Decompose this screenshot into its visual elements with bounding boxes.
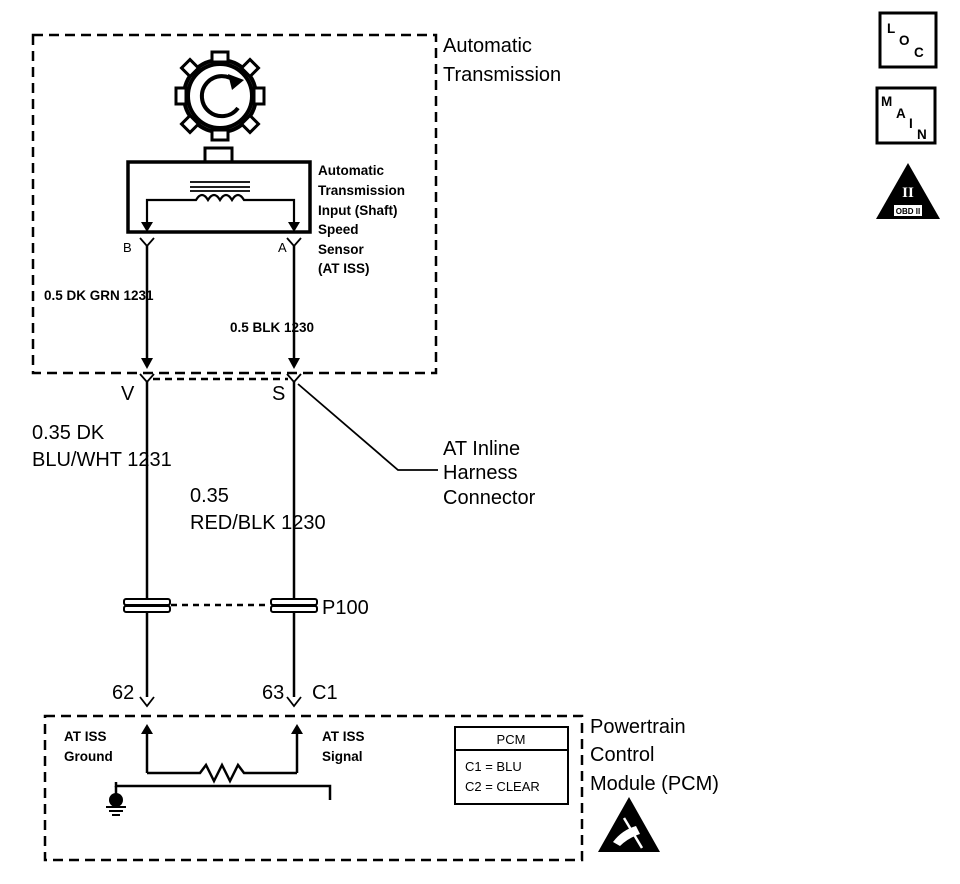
reluctor-wheel-icon xyxy=(174,50,266,142)
inline-connector-label-line2: Harness xyxy=(443,462,517,484)
pcm-pin-62-terminal xyxy=(139,696,155,708)
pcm-pin-63: 63 xyxy=(262,682,284,704)
pcm-boundary xyxy=(43,714,584,862)
wire-lower-right-label-line2: RED/BLK 1230 xyxy=(190,512,326,534)
sensor-label-line2: Transmission xyxy=(318,183,405,198)
ground-symbol-icon xyxy=(106,786,126,816)
transmission-title-line1: Automatic xyxy=(443,35,532,57)
pcm-connector-c1: C1 xyxy=(312,682,338,704)
sensor-pin-b-terminal xyxy=(139,237,155,248)
p100-grommet-left xyxy=(123,598,171,613)
pcm-title-line3: Module (PCM) xyxy=(590,773,719,795)
inline-pin-s: S xyxy=(272,383,285,405)
inline-pin-v-terminal xyxy=(139,373,155,384)
speed-sensor-body xyxy=(126,146,312,234)
pcm-signal-arrow xyxy=(291,724,303,734)
loc-badge: L O C xyxy=(878,11,938,69)
pcm-pin-63-terminal xyxy=(286,696,302,708)
loc-letter-o: O xyxy=(899,33,910,48)
pcm-ground-label-line1: AT ISS xyxy=(64,729,107,744)
pcm-legend-c2: C2 = CLEAR xyxy=(465,779,540,794)
wire-lower-left-label-line2: BLU/WHT 1231 xyxy=(32,449,172,471)
wire-upper-left-label: 0.5 DK GRN 1231 xyxy=(44,288,154,303)
pcm-ground-arrow xyxy=(141,724,153,734)
inline-pin-v: V xyxy=(121,383,135,405)
loc-letter-l: L xyxy=(887,21,895,36)
p100-grommet-right xyxy=(270,598,318,613)
pcm-ground-label-line2: Ground xyxy=(64,749,113,764)
pcm-ground-circuit xyxy=(114,782,332,800)
sensor-label-line1: Automatic xyxy=(318,163,384,178)
transmission-title-line2: Transmission xyxy=(443,64,561,86)
inline-pin-s-terminal xyxy=(286,373,302,384)
pcm-legend-title: PCM xyxy=(497,732,526,747)
inline-connector-label-line3: Connector xyxy=(443,487,536,509)
sensor-pin-a-terminal xyxy=(286,237,302,248)
sensor-label-line4: Speed xyxy=(318,222,359,237)
obd-numeral: II xyxy=(902,185,914,201)
pcm-legend: PCM C1 = BLU C2 = CLEAR xyxy=(454,726,569,805)
p100-label: P100 xyxy=(322,597,369,619)
pcm-resistor-icon xyxy=(147,762,297,784)
wire-lower-left-label-line1: 0.35 DK xyxy=(32,422,105,444)
sensor-coil-icon xyxy=(141,181,300,232)
obd-text: OBD II xyxy=(896,207,920,216)
pcm-legend-c1: C1 = BLU xyxy=(465,759,522,774)
sensor-label-line5: Sensor xyxy=(318,242,365,257)
pcm-title-line1: Powertrain xyxy=(590,716,686,738)
esd-warning-icon xyxy=(598,797,660,852)
sensor-pin-b: B xyxy=(123,240,132,255)
inline-connector-label-line1: AT Inline xyxy=(443,438,520,460)
sensor-pin-a: A xyxy=(278,240,287,255)
main-letter-m: M xyxy=(881,94,892,109)
sensor-label-line6: (AT ISS) xyxy=(318,261,370,276)
pcm-signal-label-line1: AT ISS xyxy=(322,729,365,744)
main-badge: M A I N xyxy=(875,86,937,145)
pcm-signal-label-line2: Signal xyxy=(322,749,363,764)
sensor-label-line3: Input (Shaft) xyxy=(318,203,397,218)
wire-1231-arrow xyxy=(141,358,153,369)
sensor-label: Automatic Transmission Input (Shaft) Spe… xyxy=(318,163,405,276)
main-letter-i: I xyxy=(909,116,913,131)
pcm-pin-62: 62 xyxy=(112,682,134,704)
wire-upper-right-label: 0.5 BLK 1230 xyxy=(230,320,314,335)
wire-lower-right-label-line1: 0.35 xyxy=(190,485,229,507)
obd-ii-icon: II OBD II xyxy=(876,163,940,219)
pcm-title-line2: Control xyxy=(590,744,654,766)
transmission-boundary xyxy=(31,33,438,375)
inline-connector-leader xyxy=(297,383,438,471)
main-letter-a: A xyxy=(896,106,906,121)
loc-letter-c: C xyxy=(914,45,924,60)
main-letter-n: N xyxy=(917,127,927,142)
wire-1230-arrow xyxy=(288,358,300,369)
